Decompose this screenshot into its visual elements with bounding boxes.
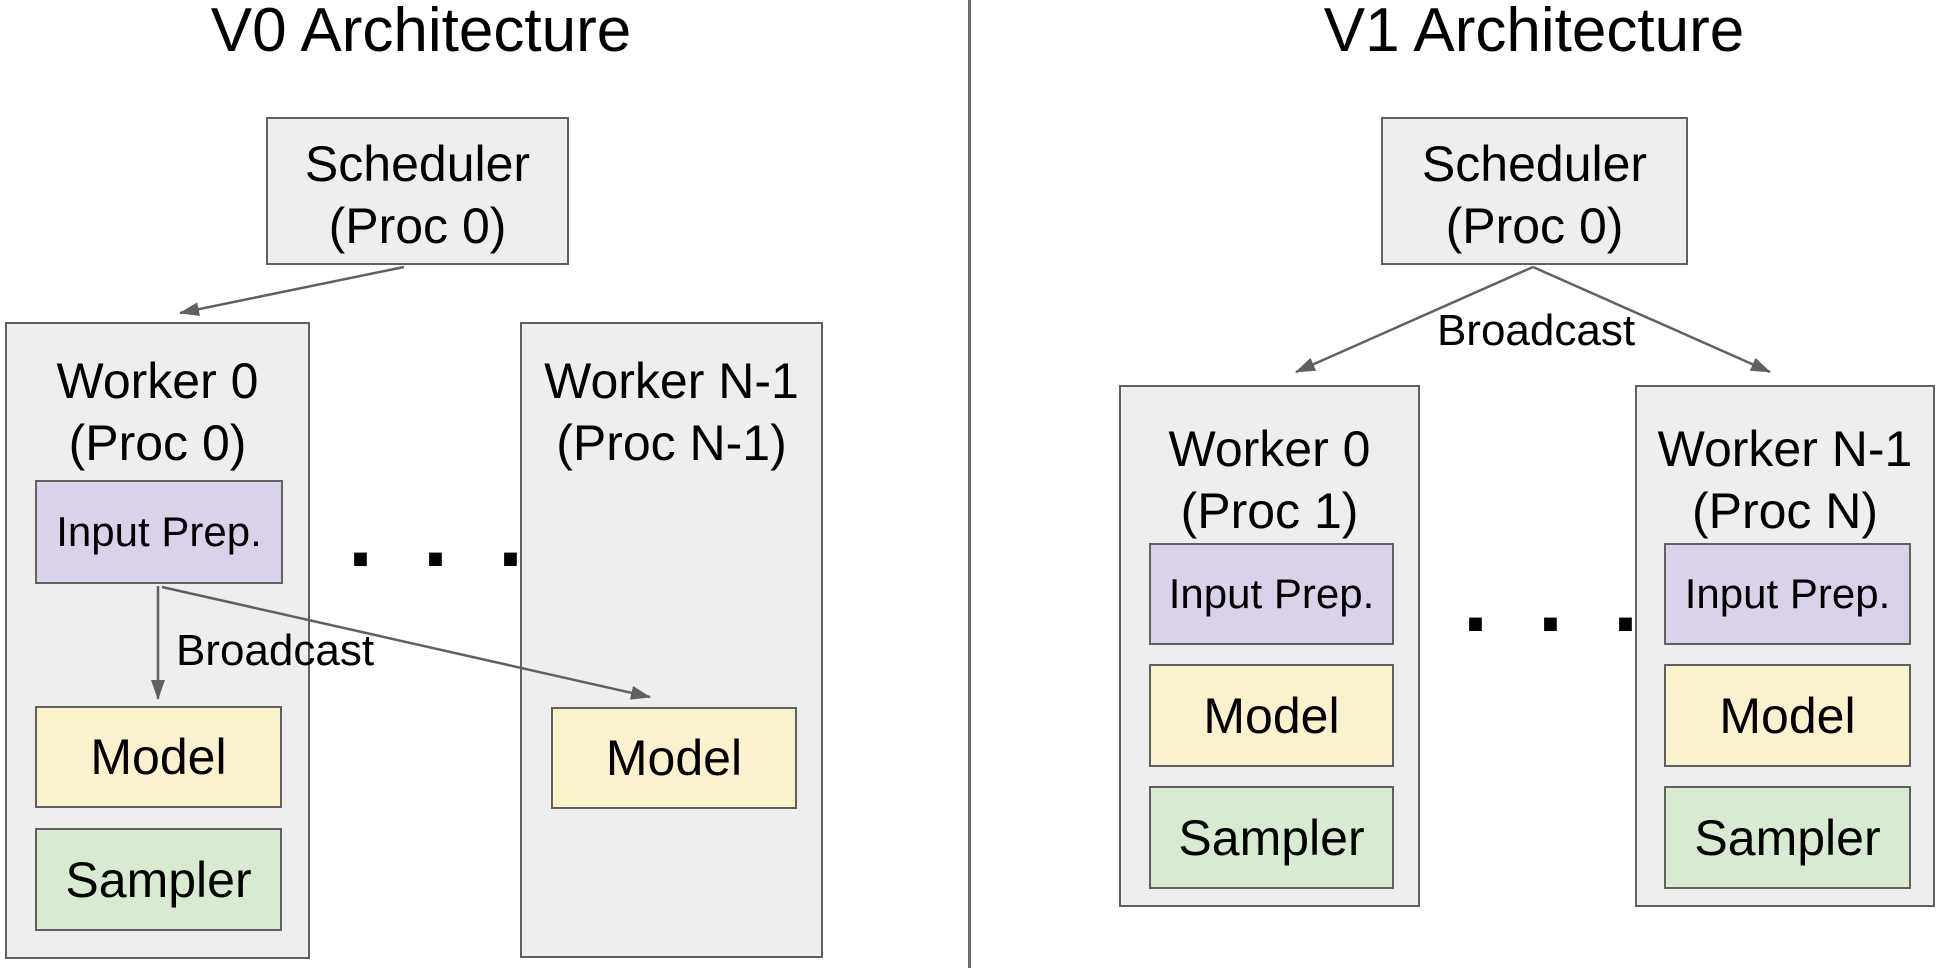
v1-workerN-input-prep-label: Input Prep. — [1684, 570, 1891, 617]
v0-scheduler-line1: Scheduler — [304, 136, 531, 192]
v1-workerN-line1: Worker N-1 — [1657, 421, 1913, 477]
v1-worker0-model-label: Model — [1203, 687, 1340, 744]
v0-worker0-sampler-label: Sampler — [65, 851, 252, 908]
v1-worker0-box: Worker 0 (Proc 1) Input Prep. Model Samp… — [1119, 385, 1420, 907]
v1-broadcast-label: Broadcast — [1436, 306, 1636, 355]
v0-worker0-line1: Worker 0 — [56, 353, 259, 409]
v1-scheduler-line1: Scheduler — [1421, 136, 1648, 192]
v1-workerN-input-prep-box: Input Prep. — [1664, 543, 1911, 645]
panel-divider-line — [968, 0, 971, 968]
v0-workerN-model-label: Model — [605, 730, 743, 786]
v0-worker0-model-label: Model — [90, 729, 227, 785]
v1-workerN-model-label: Model — [1719, 687, 1856, 744]
v0-worker0-line2: (Proc 0) — [68, 415, 247, 471]
v0-workerN-line2: (Proc N-1) — [556, 415, 787, 471]
v1-workerN-sampler-box: Sampler — [1664, 786, 1911, 889]
v1-scheduler-line2: (Proc 0) — [1445, 198, 1624, 254]
v1-worker0-sampler-label: Sampler — [1178, 809, 1365, 866]
v1-worker0-input-prep-label: Input Prep. — [1168, 570, 1375, 617]
v1-scheduler-box: Scheduler (Proc 0) — [1381, 117, 1688, 265]
v1-worker0-sampler-box: Sampler — [1149, 786, 1394, 889]
v1-ellipsis-dots: . . . — [1463, 551, 1639, 651]
v1-workerN-line2: (Proc N) — [1691, 483, 1879, 539]
v1-workerN-model-box: Model — [1664, 664, 1911, 767]
v1-workerN-box: Worker N-1 (Proc N) Input Prep. Model Sa… — [1635, 385, 1935, 907]
v0-workerN-box: Worker N-1 (Proc N-1) Model — [520, 322, 823, 958]
v1-worker0-model-box: Model — [1149, 664, 1394, 767]
v0-scheduler-line2: (Proc 0) — [328, 198, 507, 254]
v0-worker0-model-box: Model — [35, 706, 282, 808]
v0-workerN-line1: Worker N-1 — [544, 353, 799, 409]
v0-broadcast-label: Broadcast — [175, 626, 375, 675]
v1-worker0-input-prep-box: Input Prep. — [1149, 543, 1394, 645]
v0-scheduler-box: Scheduler (Proc 0) — [266, 117, 569, 265]
v0-arrow-scheduler-to-worker0 — [179, 265, 405, 317]
v0-worker0-sampler-box: Sampler — [35, 828, 282, 931]
v0-workerN-model-box: Model — [551, 707, 797, 809]
v0-title: V0 Architecture — [210, 0, 632, 65]
v1-title: V1 Architecture — [1323, 0, 1745, 65]
v0-worker0-input-prep-box: Input Prep. — [35, 480, 283, 584]
v1-worker0-line2: (Proc 1) — [1180, 483, 1359, 539]
v1-workerN-sampler-label: Sampler — [1694, 809, 1881, 866]
v1-worker0-line1: Worker 0 — [1168, 421, 1371, 477]
v0-ellipsis-dots: . . . — [348, 486, 524, 586]
v0-worker0-input-prep-label: Input Prep. — [56, 508, 262, 555]
